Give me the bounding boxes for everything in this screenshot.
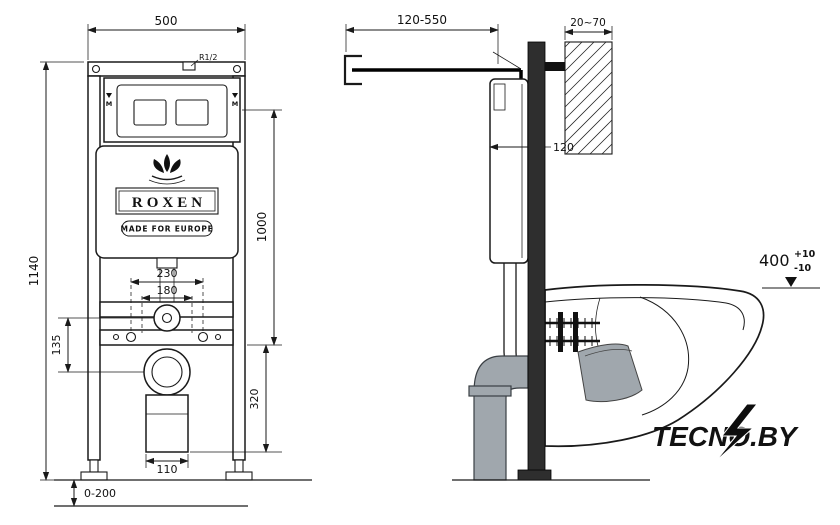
dim-frame-height-label: 1140 — [27, 256, 41, 287]
flush-button-right — [175, 99, 209, 126]
logo-box-outer — [115, 187, 219, 215]
brand-tagline: MADE FOR EUROPE — [120, 225, 213, 234]
dim-cistern-depth-label: 120 — [553, 141, 574, 154]
frame-side-profile — [527, 41, 546, 481]
thread-leader-line — [190, 59, 199, 67]
corner-bolt-left — [91, 64, 101, 74]
dim-outlet-width-label: 110 — [157, 463, 178, 476]
bowl-rim-inner — [544, 297, 745, 331]
dim-rim-height-label: 400 — [759, 251, 790, 270]
mounting-hardware — [545, 312, 600, 352]
tagline-box — [121, 220, 213, 237]
flush-pipe-side — [503, 263, 517, 352]
dim-frame-width-label: 500 — [155, 14, 178, 28]
drain-outlet-box — [145, 394, 189, 453]
lower-crossbar — [99, 329, 234, 346]
dim-holes-outer-label: 230 — [157, 267, 178, 280]
frame-left-rail — [87, 75, 101, 461]
outlet-connector-line — [584, 349, 633, 357]
thread-label: R1/2 — [199, 53, 217, 62]
dim-wall-gap: 20~70 — [564, 17, 613, 40]
right-leg-rod — [234, 459, 244, 473]
wall-hatch — [564, 41, 613, 155]
brand-logo: ROXEN — [132, 195, 206, 211]
dim-flush-height: 1000 — [242, 109, 282, 346]
dim-holes-inner-label: 180 — [157, 284, 178, 297]
drain-elbow-collar — [468, 385, 512, 397]
level-mark-arrow-right — [232, 93, 238, 98]
frame-side-foot — [517, 469, 552, 481]
level-mark-arrow-left — [106, 93, 112, 98]
left-leg-rod — [89, 459, 99, 473]
dim-rim-tol-minus: -10 — [794, 263, 812, 274]
fixing-hole-left — [125, 331, 137, 343]
fill-valve — [493, 83, 506, 111]
water-inlet-center — [161, 312, 173, 324]
fixing-hole-right — [197, 331, 209, 343]
dim-feet-range-label: 0-200 — [84, 487, 116, 500]
dim-drain-height-label: 320 — [248, 389, 261, 410]
bowl-trap-curve — [639, 296, 690, 416]
drain-flange-inner — [151, 356, 183, 388]
corner-bolt-right — [232, 64, 242, 74]
side-view: 20~70 120-550 120 — [343, 13, 820, 481]
dim-depth-range-label: 120-550 — [397, 13, 447, 27]
dim-depth-range: 120-550 — [345, 13, 499, 64]
front-view: R1/2 M M ROXEN MADE FOR EUROPE — [27, 14, 282, 507]
toilet-bowl-outline — [544, 284, 765, 448]
pipe-clamp — [343, 54, 362, 86]
wall-bracket — [545, 62, 565, 71]
dim-frame-height: 1140 — [27, 61, 84, 481]
pipe-support-strut — [492, 51, 522, 70]
dim-rim-height: 400 +10 -10 — [759, 249, 820, 289]
dim-inlet-offset: 135 — [50, 317, 154, 373]
level-mark-right: M — [232, 100, 238, 108]
watermark: TECNO.BY — [652, 403, 799, 463]
drain-elbow — [473, 355, 529, 481]
dim-frame-width: 500 — [87, 14, 246, 60]
dim-wall-gap-label: 20~70 — [570, 17, 606, 29]
dim-feet-range: 0-200 — [70, 479, 116, 507]
fixing-hole-small-left — [112, 333, 120, 341]
fixing-hole-small-right — [214, 333, 222, 341]
outlet-connector — [577, 343, 643, 403]
lightning-icon — [714, 403, 759, 463]
water-inlet-fitting — [182, 61, 196, 71]
cistern-neck — [156, 257, 178, 269]
dim-inlet-offset-label: 135 — [50, 335, 63, 356]
dim-fixing-holes: 230 180 — [130, 267, 204, 333]
dim-outlet-width: 110 — [145, 454, 189, 476]
wall-section — [564, 41, 613, 155]
dim-flush-height-label: 1000 — [255, 212, 269, 243]
dim-drain-height: 320 — [190, 344, 282, 453]
dim-rim-tol-plus: +10 — [794, 249, 816, 260]
left-foot — [80, 471, 108, 481]
level-arrow — [785, 277, 797, 287]
logo-box-inner — [118, 190, 216, 212]
frame-top-bar — [87, 61, 246, 77]
flush-button-left — [133, 99, 167, 126]
lotus-icon — [148, 154, 186, 185]
level-mark-left: M — [106, 100, 112, 108]
right-foot — [225, 471, 253, 481]
